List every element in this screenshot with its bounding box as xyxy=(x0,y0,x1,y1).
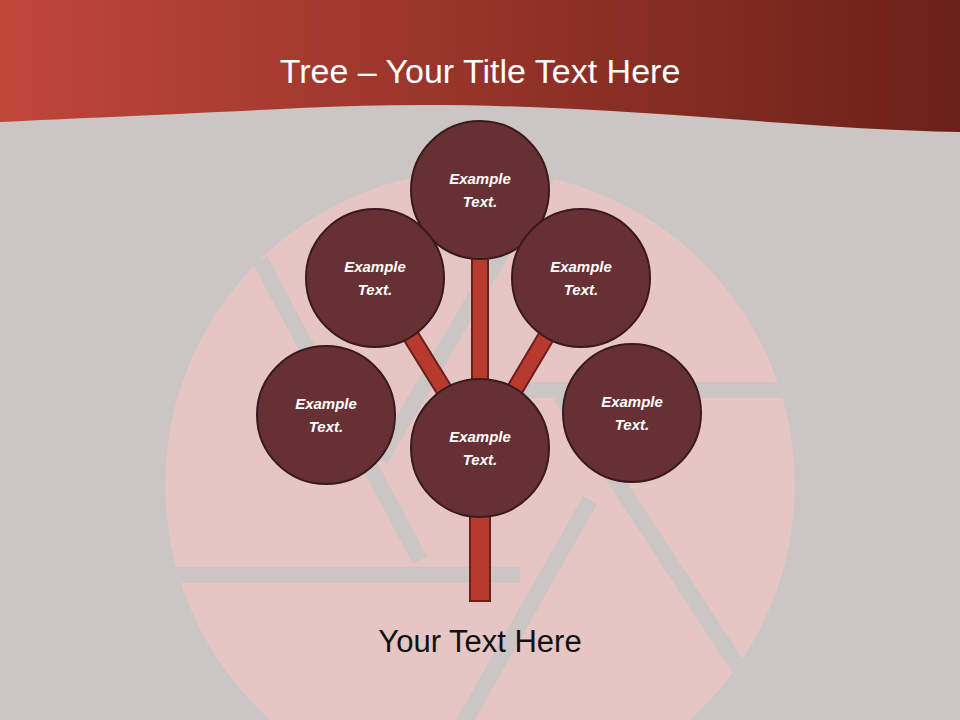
tree-circle: Example Text. xyxy=(305,208,445,348)
node-label: Example Text. xyxy=(587,390,677,436)
tree-circle: Example Text. xyxy=(256,345,396,485)
node-label: Example Text. xyxy=(435,425,525,471)
circle-outline xyxy=(511,208,651,348)
tree-circle: Example Text. xyxy=(410,378,550,518)
tree-branch xyxy=(409,332,447,393)
slide-title: Tree – Your Title Text Here xyxy=(0,52,960,91)
caption-text: Your Text Here xyxy=(0,624,960,660)
node-label: Example Text. xyxy=(330,255,420,301)
circle-outline xyxy=(256,345,396,485)
tree-circle: Example Text. xyxy=(511,208,651,348)
circle-outline xyxy=(305,208,445,348)
circle-outline xyxy=(410,378,550,518)
node-label: Example Text. xyxy=(435,167,525,213)
node-label: Example Text. xyxy=(536,255,626,301)
header-band xyxy=(0,0,960,132)
tree-circle: Example Text. xyxy=(562,343,702,483)
tree-branch xyxy=(513,333,549,393)
tree-trunk xyxy=(470,510,490,601)
circle-outline xyxy=(562,343,702,483)
tree-branch xyxy=(480,254,481,384)
node-label: Example Text. xyxy=(281,392,371,438)
